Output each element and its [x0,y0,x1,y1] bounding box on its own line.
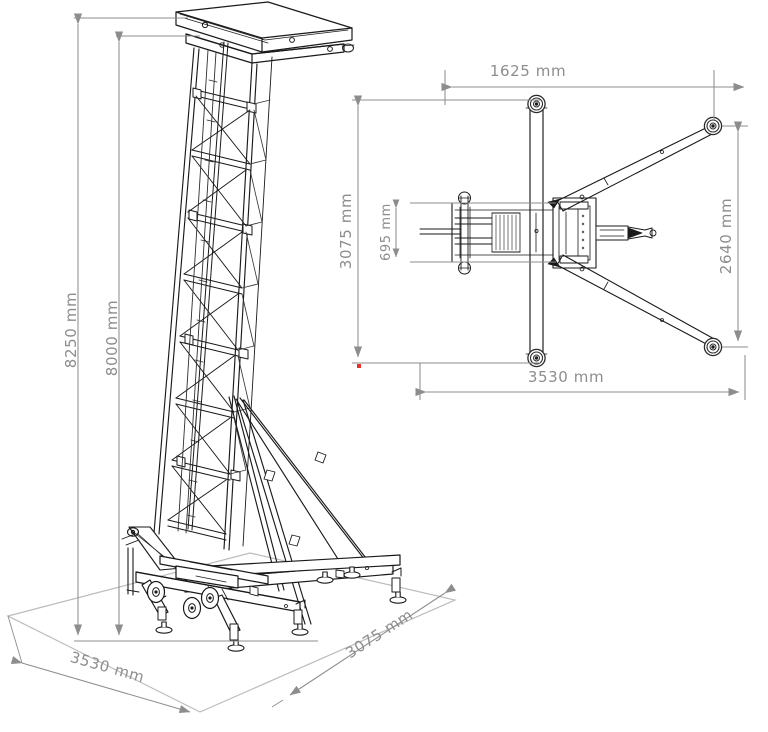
plan-mast-footprint [552,194,657,272]
dim-label-mast-height: 8000 mm [103,300,121,376]
dim-label-plan-width-overall: 3530 mm [528,368,604,386]
isometric-machine [121,1,407,652]
dim-base-depth [271,583,457,708]
dim-label-plan-outrigger-spread: 2640 mm [717,198,735,274]
dim-label-plan-chassis-width: 695 mm [379,203,394,261]
plan-outriggers [547,124,717,348]
dim-label-base-width: 3530 mm [68,648,146,686]
mast-head-platform [175,1,355,64]
dim-base-width [7,615,191,713]
dim-label-overall-height: 8250 mm [62,292,80,368]
base-chassis [135,554,401,634]
plan-foot-bottom-right [703,337,723,357]
dim-label-plan-height-left: 3075 mm [337,193,355,269]
plan-foot-top-left [527,94,546,114]
dim-label-base-depth: 3075 mm [342,605,416,662]
plan-foot-top-right [703,116,723,136]
plan-dimensions [352,70,748,400]
mast-lattice [153,41,273,551]
plan-track-beam [525,103,548,359]
iso-dimensions [7,13,457,713]
plan-machine [419,94,723,368]
dim-label-plan-offset-top: 1625 mm [490,62,566,80]
plan-foot-bottom-left [527,348,546,368]
origin-marker [357,364,361,368]
